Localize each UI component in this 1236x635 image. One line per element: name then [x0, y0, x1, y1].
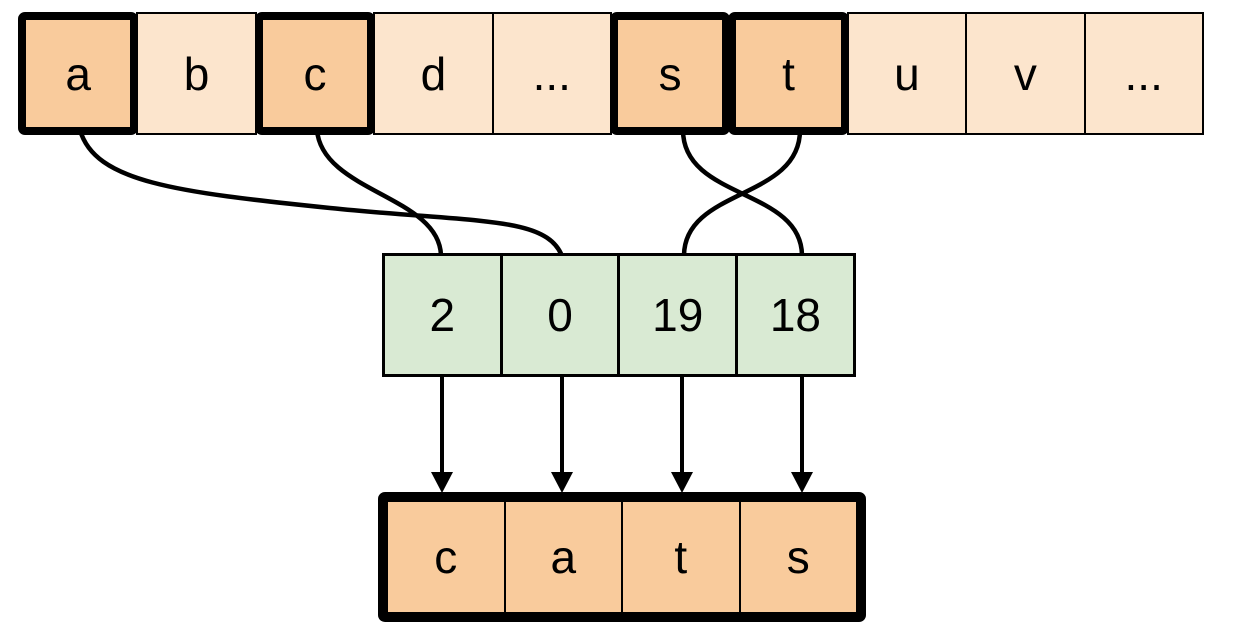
word-cell-label: t — [674, 531, 688, 583]
word-cell-t: t — [621, 500, 741, 614]
index-cell-18: 18 — [735, 253, 856, 377]
alphabet-cell-label: s — [658, 47, 682, 100]
index-cell-value: 18 — [769, 289, 821, 341]
index-cell-value: 0 — [547, 289, 573, 341]
connector-t-to-19 — [681, 129, 803, 257]
connector-a-to-0 — [77, 129, 565, 257]
index-cell-19: 19 — [617, 253, 739, 377]
alphabet-cell-v: v — [965, 12, 1086, 135]
index-cell-2: 2 — [382, 253, 503, 377]
alphabet-cell-label: ... — [532, 47, 571, 100]
alphabet-array: a b c d ... s t u v ... — [18, 12, 1204, 135]
word-cell-label: c — [434, 531, 458, 583]
alphabet-cell-ellipsis-2: ... — [1083, 12, 1204, 135]
alphabet-cell-label: c — [303, 47, 327, 100]
alphabet-cell-d: d — [373, 12, 494, 135]
arrow-2-to-c — [431, 372, 453, 493]
alphabet-cell-ellipsis-1: ... — [491, 12, 612, 135]
arrow-18-to-s — [791, 372, 813, 493]
arrow-19-to-t — [671, 372, 693, 493]
word-cell-s: s — [738, 500, 858, 614]
index-cell-value: 19 — [652, 289, 704, 341]
index-cell-0: 0 — [499, 253, 621, 377]
alphabet-cell-label: v — [1013, 47, 1037, 100]
word-cell-label: s — [786, 531, 810, 583]
alphabet-cell-c: c — [254, 12, 376, 135]
word-array: c a t s — [378, 492, 866, 622]
word-cell-c: c — [386, 500, 506, 614]
arrow-0-to-a — [551, 372, 573, 493]
alphabet-cell-label: u — [894, 47, 920, 100]
alphabet-cell-label: a — [65, 47, 91, 100]
alphabet-cell-s: s — [609, 12, 731, 135]
alphabet-cell-t: t — [728, 12, 849, 135]
alphabet-cell-label: t — [782, 47, 795, 100]
index-cell-value: 2 — [429, 289, 456, 341]
alphabet-cell-b: b — [136, 12, 257, 135]
connector-c-to-2 — [314, 129, 444, 257]
word-cell-a: a — [503, 500, 623, 614]
index-array: 2 0 19 18 — [382, 253, 856, 377]
alphabet-cell-label: b — [183, 47, 210, 100]
alphabet-cell-label: ... — [1124, 47, 1163, 100]
alphabet-cell-a: a — [18, 12, 139, 135]
alphabet-cell-label: d — [420, 47, 447, 100]
alphabet-cell-u: u — [846, 12, 968, 135]
word-cell-label: a — [550, 531, 577, 583]
